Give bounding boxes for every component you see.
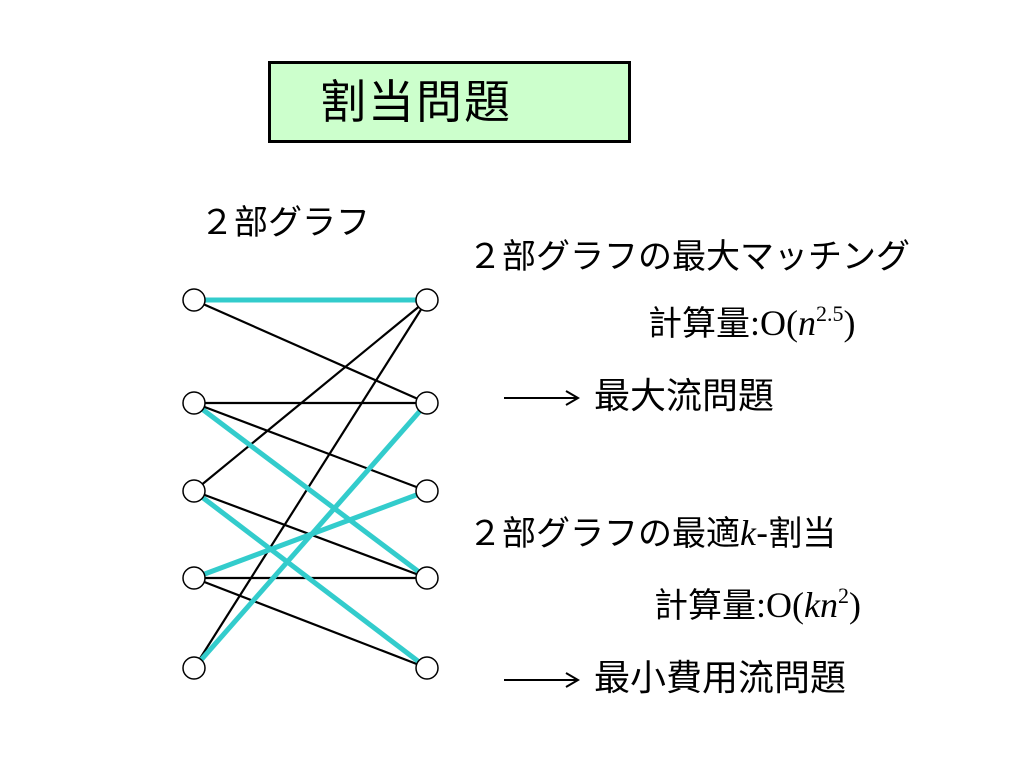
left-node [182,288,206,312]
section2-heading-post: -割当 [755,514,837,554]
matching-edge [192,401,429,580]
right-arrow-icon [504,672,580,688]
matching-edge [192,401,429,670]
section2-heading: ２部グラフの最適k-割当 [468,510,836,557]
black-edge [193,299,428,492]
section1-cost-colon: : [750,303,761,343]
section1-cost-var: n [798,303,817,343]
section1-reduction: 最大流問題 [504,372,774,422]
right-node [415,288,439,312]
section1-cost-label: 計算量 [648,304,750,344]
left-node [182,391,206,415]
right-node [415,479,439,503]
matching-edge [192,489,429,670]
right-arrow-icon [504,390,580,406]
black-edge [193,401,428,493]
left-node [182,656,206,680]
section1-reduction-label: 最大流問題 [594,376,775,417]
section2-cost-var: kn [804,585,838,625]
page-title: 割当問題 [320,75,512,129]
title-box [268,61,631,143]
section1-cost-close: ) [843,303,856,343]
section1-complexity: 計算量:O(n2.5) [648,300,856,347]
black-edge [193,299,428,669]
black-edge [193,298,428,405]
left-node [182,566,206,590]
section2-cost-label: 計算量 [654,586,756,626]
section1-cost-exp: 2.5 [816,301,844,326]
section1-cost-open: O( [760,303,799,343]
right-node [415,391,439,415]
section2-heading-pre: ２部グラフの最適 [468,514,740,554]
section2-complexity: 計算量:O(kn2) [654,582,861,629]
section2-cost-close: ) [849,585,861,625]
section2-reduction-label: 最小費用流問題 [594,658,847,699]
section2-cost-exp: 2 [838,583,849,608]
section2-heading-var: k [740,513,756,553]
section2-cost-open: O( [766,585,805,625]
left-node [182,479,206,503]
right-node [415,566,439,590]
section2-reduction: 最小費用流問題 [504,654,846,704]
section2-cost-colon: : [756,585,767,625]
section1-heading: ２部グラフの最大マッチング [468,237,910,277]
right-node [415,656,439,680]
black-edge [193,576,428,670]
graph-label: ２部グラフ [200,203,370,243]
